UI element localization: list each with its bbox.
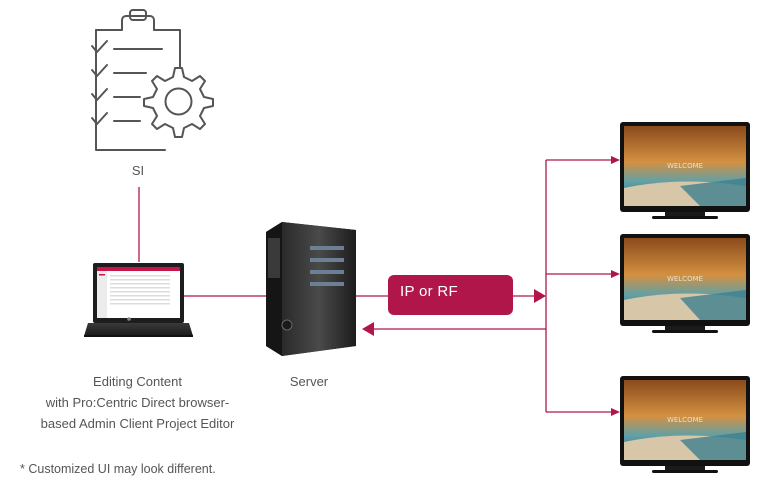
editor-label-line-3: based Admin Client Project Editor (40, 416, 235, 431)
editor-label-line-2: with Pro:Centric Direct browser- (45, 395, 230, 410)
arrow-left-icon (362, 322, 374, 336)
footnote: * Customized UI may look different. (20, 462, 216, 476)
tv-3: WELCOME (620, 376, 750, 473)
editor-label-line-1: Editing Content (93, 374, 182, 389)
welcome-text: WELCOME (667, 162, 703, 170)
connection-box: IP or RF (388, 275, 513, 315)
arrow-right-small-icon (611, 270, 620, 278)
connection-lines (138, 159, 612, 413)
tv-2: WELCOME (620, 234, 750, 333)
si-label: SI (131, 163, 145, 178)
connection-label: IP or RF (400, 283, 458, 300)
laptop-icon (84, 263, 193, 337)
welcome-text: WELCOME (667, 416, 703, 424)
arrowheads (362, 156, 620, 416)
server-icon (266, 222, 356, 356)
arrow-right-small-icon (611, 408, 620, 416)
arrow-right-icon (534, 289, 546, 303)
clipboard-gear-icon (91, 9, 214, 151)
tv-1: WELCOME (620, 122, 750, 219)
welcome-text: WELCOME (667, 275, 703, 283)
editor-label: Editing Content with Pro:Centric Direct … (10, 371, 265, 434)
arrow-right-small-icon (611, 156, 620, 164)
server-label: Server (289, 374, 329, 389)
